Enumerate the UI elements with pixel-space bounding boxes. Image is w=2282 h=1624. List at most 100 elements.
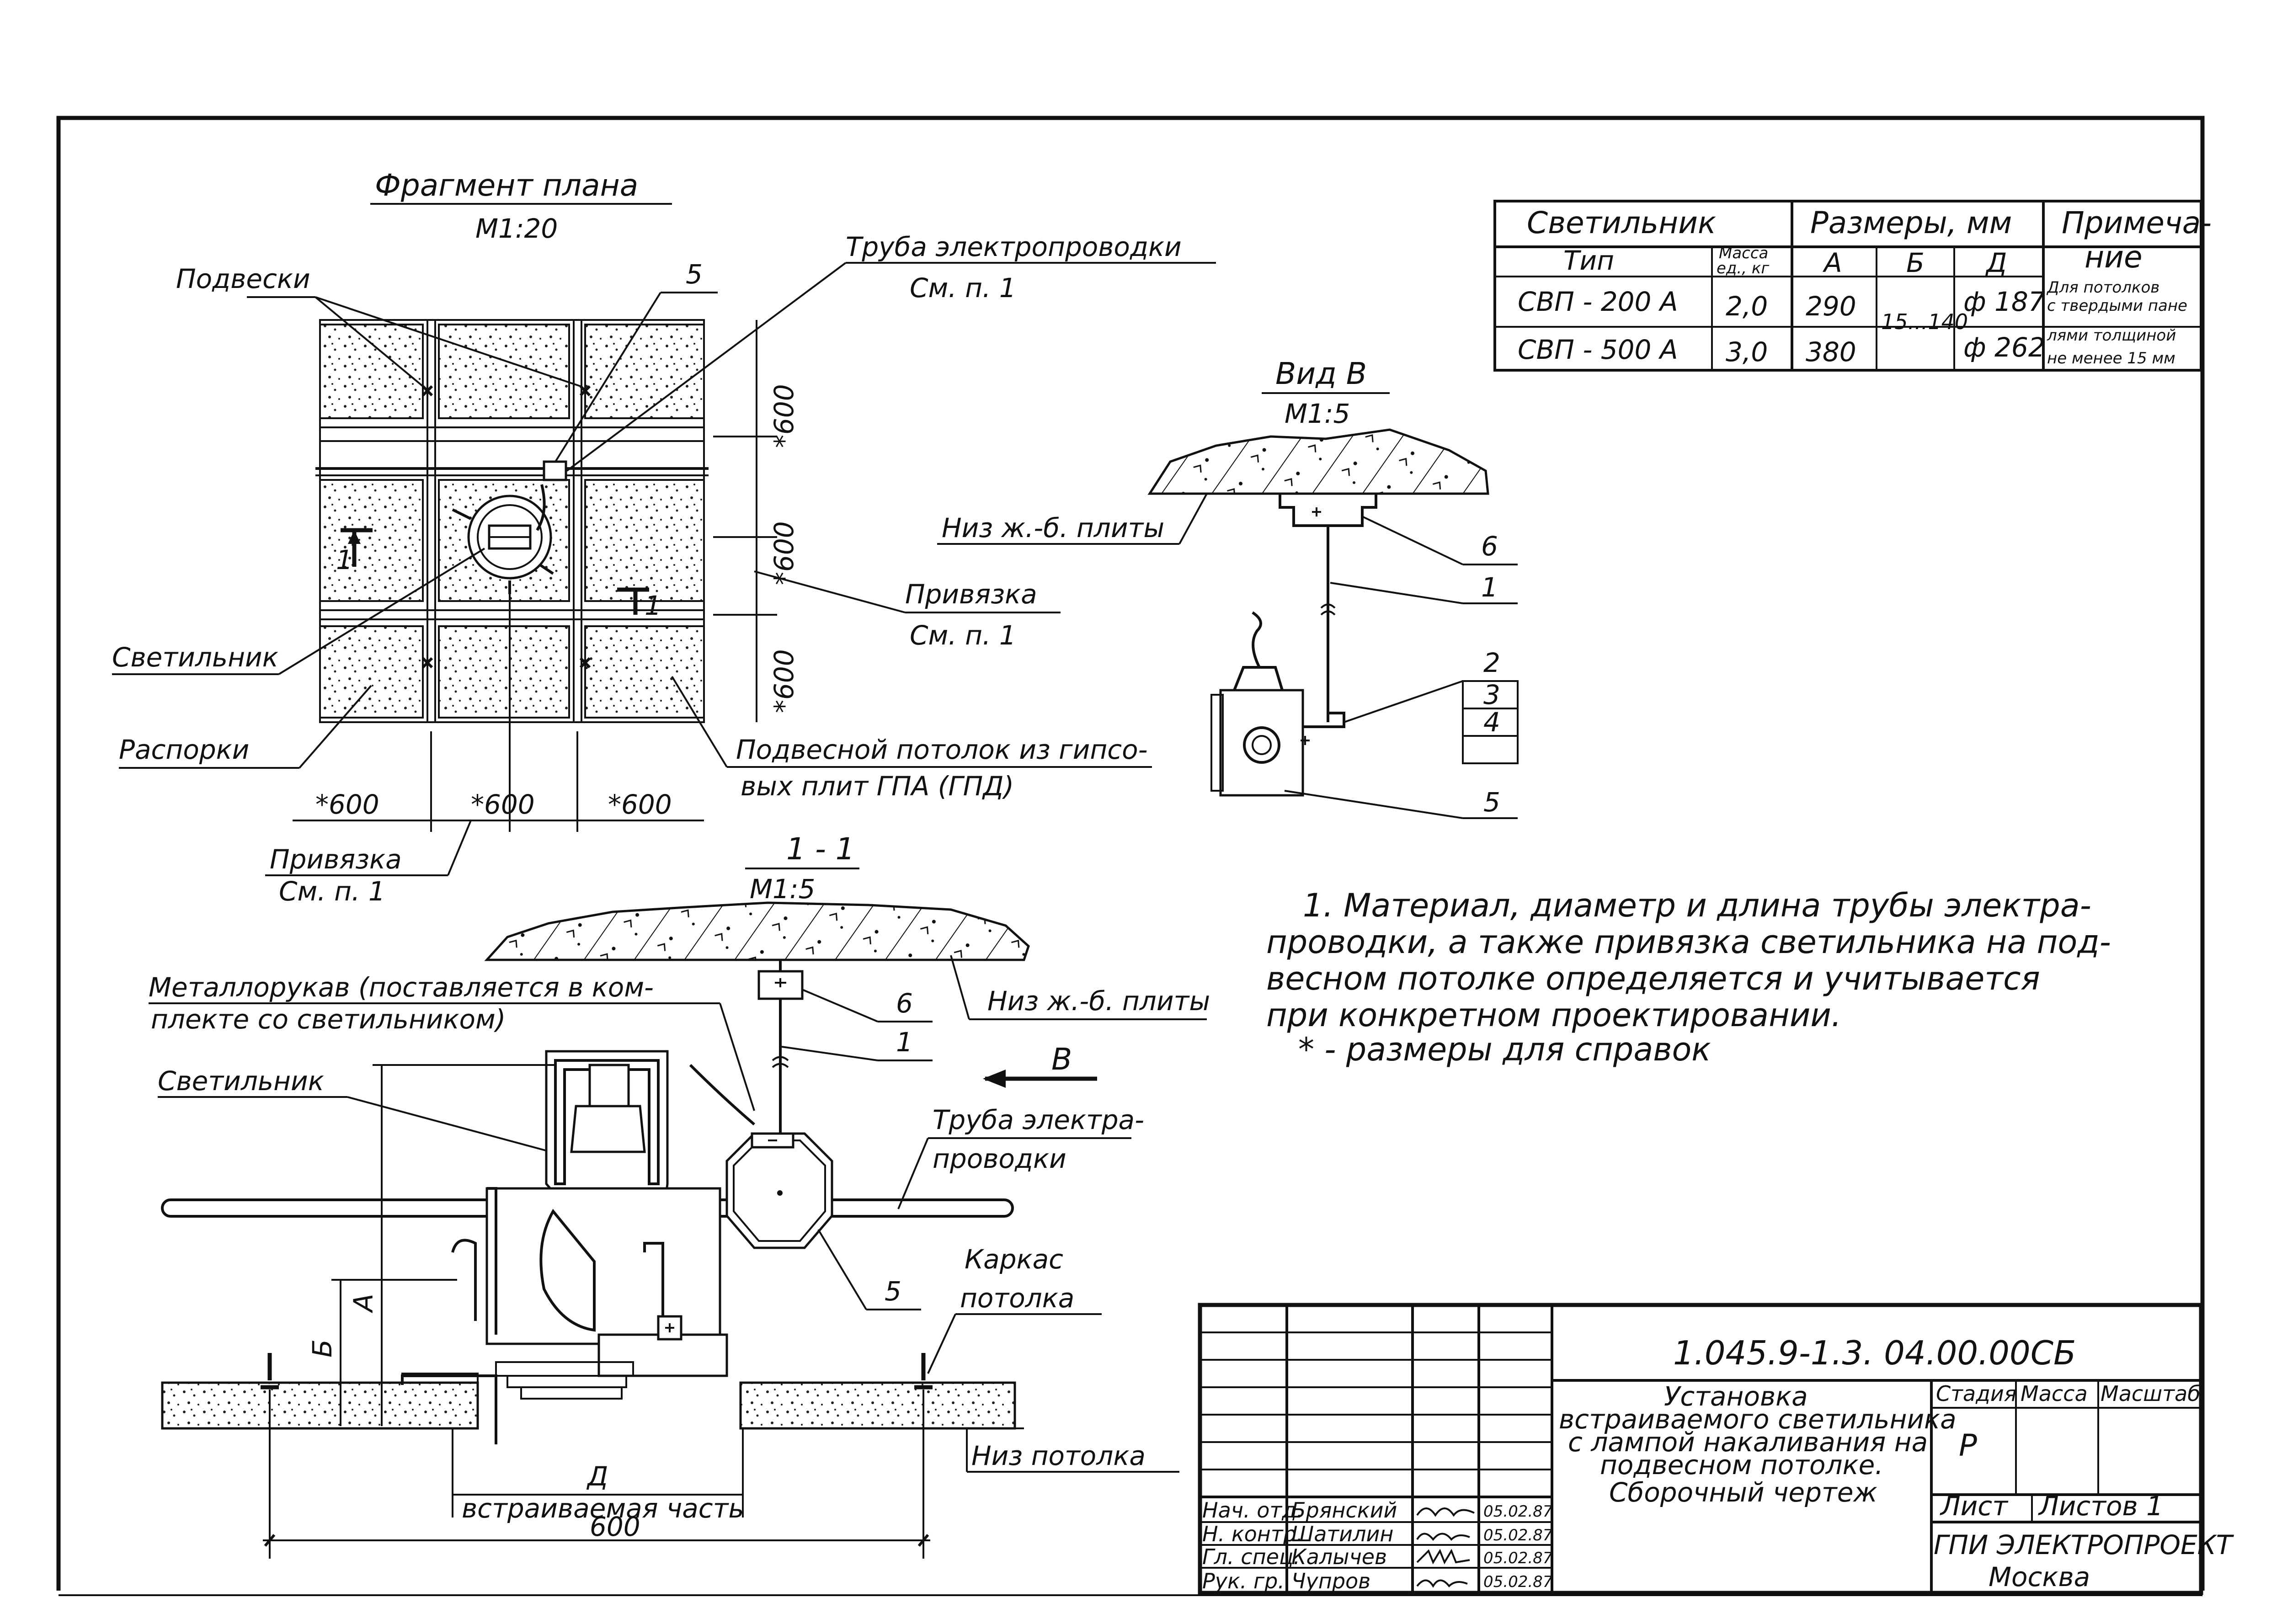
- dim-600: *600: [315, 789, 379, 820]
- section-slab-label: Низ ж.-б. плиты: [987, 985, 1210, 1017]
- section-mark-number: 1: [336, 544, 353, 575]
- table-sub-mass-2: ед., кг: [1717, 259, 1770, 277]
- table-b-value: 15...140: [1881, 309, 1968, 334]
- hangers-label: Подвески: [176, 263, 310, 294]
- mass-header: Масса: [2021, 1381, 2088, 1406]
- table-header-note-2: ние: [2085, 240, 2143, 275]
- note-line: весном потолке определяется и учитываетс…: [1266, 960, 2040, 997]
- dim-b-label: Б: [307, 1339, 338, 1358]
- plan-fragment: Фрагмент плана М1:20: [112, 168, 1216, 907]
- signature-role: Рук. гр.: [1202, 1569, 1285, 1593]
- dim-d-label: Д: [586, 1461, 608, 1492]
- signature-role: Н. контр.: [1202, 1522, 1303, 1546]
- view-b-title: Вид В: [1275, 356, 1367, 391]
- signature-row: Нач. отд. Брянский 05.02.87: [1202, 1498, 1553, 1523]
- dim-600: *600: [768, 384, 800, 448]
- signature-name: Калычев: [1291, 1544, 1387, 1569]
- note-line: при конкретном проектировании.: [1266, 996, 1841, 1034]
- note-line: 1. Материал, диаметр и длина трубы элект…: [1303, 887, 2091, 924]
- section-ceiling-panels: [161, 1353, 1016, 1430]
- section-luminaire-label: Светильник: [158, 1065, 324, 1097]
- hanger-marks: [421, 385, 591, 669]
- signature-row: Гл. спец. Калычев 05.02.87: [1202, 1544, 1553, 1569]
- view-b-position: 6: [1481, 531, 1498, 562]
- section-pos5: 5: [885, 1276, 901, 1307]
- title-line: подвесном потолке.: [1600, 1449, 1883, 1480]
- metal-hose-label-1: Металлорукав (поставляется в ком-: [149, 972, 654, 1003]
- row-a: 290: [1806, 291, 1856, 322]
- row-type: СВП - 500 А: [1518, 334, 1678, 365]
- section-junction-box: [725, 1132, 833, 1249]
- section-dims: А Б Д встраиваемая часть 600: [263, 1064, 930, 1559]
- signature-role: Нач. отд.: [1202, 1498, 1303, 1523]
- sheet-frame: [56, 116, 2205, 1596]
- table-sub-mass-1: Масса: [1719, 244, 1768, 262]
- view-arrow-b: В: [983, 1042, 1097, 1088]
- stage-value: Р: [1959, 1428, 1977, 1463]
- section-mark-number: 1: [645, 590, 661, 621]
- plan-pipe: [315, 460, 709, 481]
- builtin-label: встраиваемая часть: [462, 1493, 744, 1524]
- table-sub-a: А: [1822, 247, 1842, 278]
- binding2-label: Привязка: [270, 844, 402, 875]
- frame-label-2: потолка: [960, 1283, 1074, 1314]
- table-row: СВП - 500 А 3,0 380 ф 262: [1518, 332, 2045, 367]
- position-5-label: 5: [686, 259, 703, 290]
- ceiling-bottom-label: Низ потолка: [971, 1440, 1146, 1471]
- org-name: ГПИ ЭЛЕКТРОПРОЕКТ: [1934, 1529, 2234, 1560]
- row-d: ф 187: [1963, 286, 2045, 317]
- table-note-line: не менее 15 мм: [2047, 349, 2175, 367]
- dim-a-label: А: [348, 1294, 379, 1314]
- row-mass: 2,0: [1726, 291, 1768, 322]
- ceiling-frame-bars: [319, 319, 705, 723]
- stage-header: Стадия: [1936, 1381, 2016, 1406]
- section-mark-left: 1: [336, 528, 373, 575]
- frame-label-1: Каркас: [965, 1244, 1063, 1275]
- section-pipe-label-2: проводки: [933, 1143, 1066, 1174]
- signature-date: 05.02.87: [1483, 1573, 1553, 1591]
- note-line: * - размеры для справок: [1298, 1031, 1711, 1068]
- signature-name: Чупров: [1291, 1569, 1370, 1593]
- section-pipe-label-1: Труба электра-: [933, 1104, 1144, 1135]
- view-b-slab-label: Низ ж.-б. плиты: [942, 512, 1164, 543]
- arrow-b-label: В: [1051, 1042, 1072, 1077]
- view-b-position: 3: [1483, 679, 1500, 710]
- table-sub-b: Б: [1906, 247, 1925, 278]
- table-note-line: с твердыми пане: [2047, 297, 2187, 315]
- table-row: СВП - 200 А 2,0 290 ф 187: [1518, 286, 2045, 322]
- title-block: 1.045.9-1.3. 04.00.00СБ Установка встраи…: [1198, 1303, 2234, 1595]
- row-d: ф 262: [1963, 332, 2045, 363]
- table-header-note-1: Примеча-: [2062, 205, 2212, 240]
- plan-vertical-dims: *600 *600 *600: [713, 320, 800, 722]
- section-pos1: 1: [896, 1027, 913, 1058]
- dim-600: *600: [768, 521, 800, 585]
- sheet-label: Лист: [1940, 1491, 2009, 1522]
- signature-date: 05.02.87: [1483, 1526, 1553, 1544]
- luminaire-label: Светильник: [112, 642, 278, 673]
- ceiling-label-1: Подвесной потолок из гипсо-: [736, 734, 1148, 765]
- pipe-label: Труба электропроводки: [846, 231, 1182, 262]
- plan-luminaire: [452, 484, 554, 594]
- view-b-scale: М1:5: [1285, 398, 1350, 429]
- signature-name: Шатилин: [1291, 1522, 1393, 1546]
- table-sub-type: Тип: [1563, 245, 1614, 276]
- dim-600-label: 600: [590, 1511, 640, 1542]
- metal-hose-label-2: плекте со светильником): [151, 1004, 506, 1035]
- table-header-luminaire: Светильник: [1527, 205, 1716, 240]
- section-luminaire: [401, 1050, 755, 1444]
- view-b-position: 2: [1483, 647, 1500, 678]
- spec-table: Светильник Размеры, мм Примеча- ние Тип …: [1493, 200, 2212, 372]
- title-line: Сборочный чертеж: [1609, 1477, 1877, 1508]
- section-pos6: 6: [896, 988, 913, 1019]
- plan-title: Фрагмент плана: [375, 168, 638, 203]
- table-note-line: Для потолков: [2046, 278, 2159, 297]
- pipe-ref-label: См. п. 1: [910, 272, 1016, 304]
- table-note-line: лями толщиной: [2047, 326, 2176, 345]
- binding2-ref-label: См. п. 1: [279, 876, 385, 907]
- view-b-position: 1: [1481, 572, 1498, 603]
- row-a: 380: [1806, 336, 1856, 367]
- row-type: СВП - 200 А: [1518, 286, 1678, 317]
- view-b-position: 5: [1483, 787, 1500, 818]
- binding-ref-label: См. п. 1: [910, 620, 1016, 651]
